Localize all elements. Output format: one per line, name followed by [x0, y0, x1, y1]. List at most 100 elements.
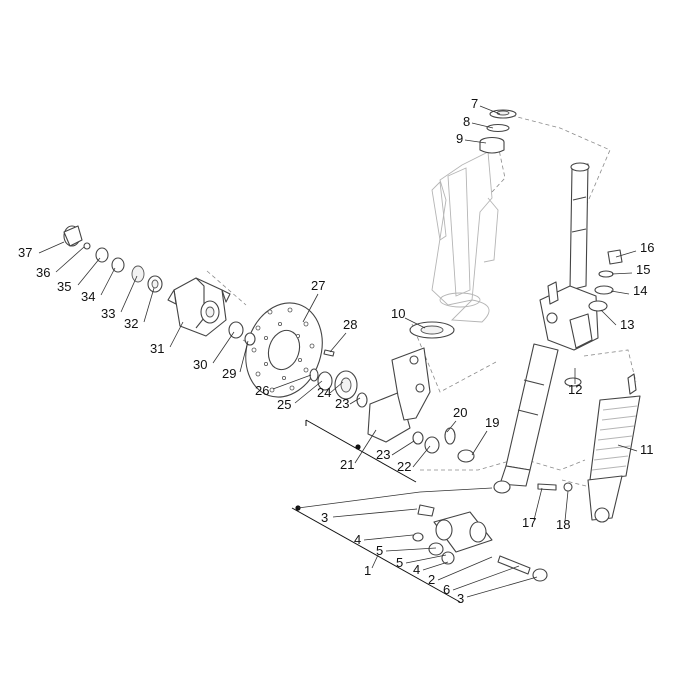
callout-c15: 15 — [611, 262, 650, 277]
leader-line — [349, 397, 361, 405]
callout-c16: 16 — [615, 240, 654, 258]
callout-number: 14 — [633, 283, 647, 298]
leader-line — [272, 374, 312, 390]
callout-number: 4 — [354, 532, 361, 547]
callout-c29: 29 — [222, 340, 249, 381]
leader-line — [302, 293, 319, 323]
leader-line — [385, 547, 437, 552]
leader-line — [354, 429, 377, 464]
callout-number: 16 — [640, 240, 654, 255]
callout-c33: 33 — [101, 275, 138, 321]
leader-line — [329, 381, 344, 394]
leader-line — [466, 576, 538, 598]
callout-c21: 21 — [340, 429, 377, 472]
callout-c5a: 5 — [376, 543, 437, 558]
callout-layer: 7891615141310121137363534333231302927282… — [18, 96, 654, 606]
group-brackets — [291, 419, 493, 603]
callout-number: 29 — [222, 366, 236, 381]
leader-line — [464, 139, 487, 144]
callout-c23b: 23 — [376, 440, 415, 462]
callout-c8: 8 — [463, 114, 494, 129]
callout-number: 11 — [640, 442, 654, 457]
leader-line — [391, 440, 415, 456]
callout-c36: 36 — [36, 246, 85, 280]
callout-c30: 30 — [193, 331, 235, 372]
callout-c17: 17 — [522, 487, 543, 530]
leader-line — [55, 246, 85, 273]
leader-line — [294, 380, 323, 404]
leader-line — [412, 445, 431, 468]
shock-absorber — [587, 373, 641, 523]
callout-number: 7 — [471, 96, 478, 111]
callout-number: 28 — [343, 317, 357, 332]
callout-number: 17 — [522, 515, 536, 530]
callout-number: 2 — [428, 572, 435, 587]
callout-c1: 1 — [364, 554, 379, 578]
callout-number: 24 — [317, 385, 331, 400]
callout-c28: 28 — [329, 317, 357, 353]
leader-line — [564, 490, 569, 522]
callout-c7: 7 — [471, 96, 501, 115]
callout-c2: 2 — [428, 556, 493, 587]
leader-line — [471, 430, 488, 456]
callout-c11: 11 — [617, 442, 654, 457]
callout-c22: 22 — [397, 445, 431, 474]
callout-number: 15 — [636, 262, 650, 277]
callout-number: 25 — [277, 397, 291, 412]
callout-c26: 26 — [255, 374, 312, 398]
callout-number: 35 — [57, 279, 71, 294]
callout-number: 13 — [620, 317, 634, 332]
callout-number: 1 — [364, 563, 371, 578]
callout-number: 6 — [443, 582, 450, 597]
callout-number: 5 — [396, 555, 403, 570]
leader-line — [479, 105, 501, 115]
callout-number: 26 — [255, 383, 269, 398]
fork-leg — [493, 162, 599, 494]
callout-c27: 27 — [302, 278, 325, 323]
leader-line — [610, 290, 630, 295]
callout-number: 20 — [453, 405, 467, 420]
leader-line — [452, 565, 520, 591]
callout-c24: 24 — [317, 381, 344, 400]
callout-c14: 14 — [610, 283, 647, 298]
callout-c12: 12 — [568, 368, 582, 397]
callout-c19: 19 — [471, 415, 499, 456]
leader-line — [169, 321, 184, 348]
headset-frame-ghost — [431, 151, 499, 323]
callout-c10: 10 — [391, 306, 426, 329]
callout-number: 3 — [457, 591, 464, 606]
callout-number: 18 — [556, 517, 570, 532]
callout-c34: 34 — [81, 267, 116, 304]
callout-number: 23 — [335, 396, 349, 411]
callout-c3a: 3 — [321, 508, 418, 525]
callout-number: 22 — [397, 459, 411, 474]
callout-c6: 6 — [443, 565, 520, 597]
callout-c4b: 4 — [413, 561, 449, 577]
callout-c13: 13 — [600, 309, 634, 332]
callout-number: 4 — [413, 562, 420, 577]
shock-bolt — [537, 482, 573, 492]
headset-bearings — [479, 109, 517, 154]
leader-line — [471, 122, 494, 129]
shock-top-hardware — [564, 249, 623, 387]
callout-c9: 9 — [456, 131, 487, 146]
disc-spacers — [309, 368, 368, 408]
leader-line — [332, 508, 418, 518]
leader-line — [617, 444, 638, 452]
callout-number: 5 — [376, 543, 383, 558]
callout-number: 34 — [81, 289, 95, 304]
callout-c23a: 23 — [335, 396, 361, 411]
callout-number: 8 — [463, 114, 470, 129]
brake-disc — [245, 302, 335, 398]
callout-number: 9 — [456, 131, 463, 146]
leader-line — [405, 554, 447, 564]
callout-number: 10 — [391, 306, 405, 321]
callout-number: 19 — [485, 415, 499, 430]
leader-line — [239, 340, 249, 373]
leader-line — [446, 420, 457, 433]
wheel-hub — [167, 277, 231, 337]
leader-line — [611, 272, 633, 275]
leader-line — [329, 332, 347, 353]
seal-10 — [409, 321, 455, 339]
